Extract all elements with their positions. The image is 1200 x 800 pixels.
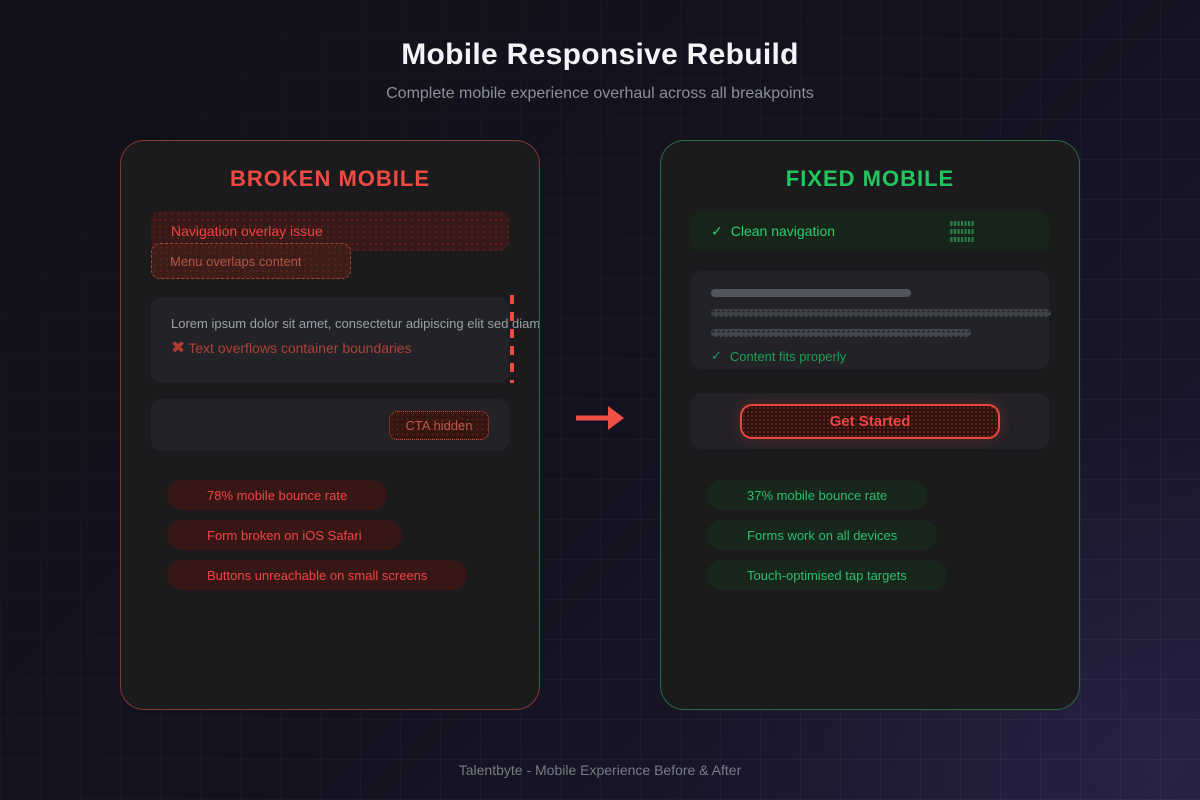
fixed-cta-bar: Get Started bbox=[691, 393, 1049, 449]
content-fits-row: ✓ Content fits properly bbox=[711, 348, 1029, 364]
broken-pill-bounce-rate: 78% mobile bounce rate bbox=[167, 480, 388, 510]
content-fits-label: Content fits properly bbox=[729, 348, 847, 364]
fixed-content-block: ✓ Content fits properly bbox=[691, 271, 1051, 369]
broken-mobile-panel: BROKEN MOBILE Navigation overlay issue M… bbox=[120, 140, 540, 710]
overflow-error-label: Text overflows container boundaries bbox=[188, 340, 412, 356]
hamburger-menu-icon[interactable] bbox=[949, 220, 975, 242]
fixed-nav-label-wrap: ✓ Clean navigation bbox=[711, 223, 835, 240]
skeleton-line-2 bbox=[711, 309, 1051, 317]
broken-cta-bar: CTA hidden bbox=[151, 399, 509, 451]
page-title: Mobile Responsive Rebuild bbox=[401, 38, 799, 71]
before-after-arrow-icon bbox=[576, 406, 624, 430]
menu-overlap-box: Menu overlaps content bbox=[151, 243, 351, 279]
overflowing-text: Lorem ipsum dolor sit amet, consectetur … bbox=[171, 316, 540, 331]
broken-pill-list: 78% mobile bounce rate Form broken on iO… bbox=[167, 480, 509, 590]
menu-overlap-label: Menu overlaps content bbox=[170, 253, 302, 269]
fixed-nav-label: Clean navigation bbox=[730, 223, 836, 239]
broken-content-block: Lorem ipsum dolor sit amet, consectetur … bbox=[151, 295, 540, 383]
overflow-error-row: ✖ Text overflows container boundaries bbox=[171, 338, 489, 358]
x-icon: ✖ bbox=[171, 338, 186, 357]
fixed-pill-bounce-rate: 37% mobile bounce rate bbox=[707, 480, 928, 510]
fixed-panel-title: FIXED MOBILE bbox=[785, 166, 955, 191]
broken-panel-title: BROKEN MOBILE bbox=[230, 166, 430, 191]
skeleton-line-1 bbox=[711, 289, 911, 297]
check-icon: ✓ bbox=[711, 222, 723, 239]
page-subtitle: Complete mobile experience overhaul acro… bbox=[386, 85, 814, 102]
cta-hidden-button[interactable]: CTA hidden bbox=[389, 411, 489, 440]
fixed-nav-bar: ✓ Clean navigation bbox=[691, 211, 1049, 251]
footer-caption: Talentbyte - Mobile Experience Before & … bbox=[458, 762, 742, 778]
skeleton-line-3 bbox=[711, 329, 971, 337]
fixed-pill-touch-targets: Touch-optimised tap targets bbox=[707, 560, 947, 590]
viewport-cut-dashed-line bbox=[510, 295, 514, 383]
fixed-mobile-panel: FIXED MOBILE ✓ Clean navigation ✓ Conten… bbox=[660, 140, 1080, 710]
get-started-button[interactable]: Get Started bbox=[740, 403, 1000, 439]
broken-pill-form-safari: Form broken on iOS Safari bbox=[167, 520, 402, 550]
broken-pill-buttons-unreachable: Buttons unreachable on small screens bbox=[167, 560, 468, 590]
broken-nav-label: Navigation overlay issue bbox=[171, 223, 323, 239]
check-icon: ✓ bbox=[711, 348, 722, 363]
fixed-pill-forms-work: Forms work on all devices bbox=[707, 520, 938, 550]
fixed-pill-list: 37% mobile bounce rate Forms work on all… bbox=[707, 480, 1049, 590]
